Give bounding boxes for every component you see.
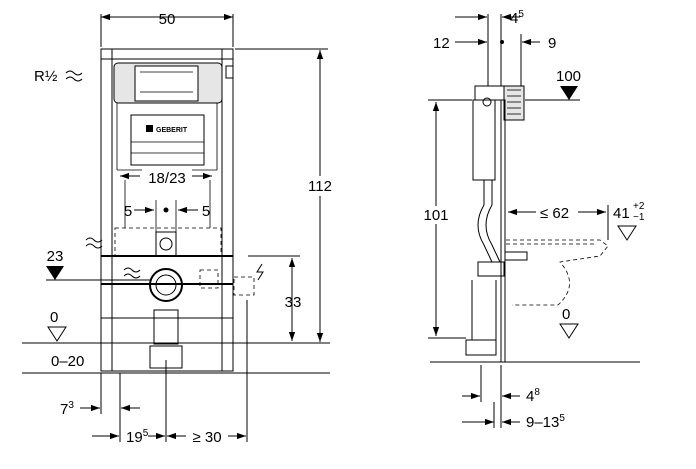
flush-pipe xyxy=(477,180,493,263)
wc-bowl-outline xyxy=(506,239,609,306)
dim-base-range: 9–135 xyxy=(526,413,565,431)
dim-wc-projection: ≤ 62 xyxy=(540,205,569,222)
seat-level-icon xyxy=(617,225,637,241)
actuator-plate xyxy=(130,114,205,166)
dim-frame-width: 50 xyxy=(159,11,176,28)
dim-supply-height: 23 xyxy=(47,248,64,265)
front-view: GEBERIT 50 112 xyxy=(22,11,336,446)
dim-height-100: 100 xyxy=(556,68,581,85)
dim-electrical-height: 33 xyxy=(285,294,302,311)
supply-connection-label: R½ xyxy=(34,68,58,85)
dim-seat-tol-minus: −1 xyxy=(633,212,645,223)
side-cistern xyxy=(472,99,496,181)
dim-seat-height: 41 xyxy=(613,205,630,222)
dim-frame-depth-top: 45 xyxy=(510,9,524,27)
electrical-box-outlet xyxy=(233,276,255,296)
water-supply-icon xyxy=(65,70,83,82)
dim-seat-tol-plus: +2 xyxy=(633,201,645,212)
frame-outline xyxy=(100,48,234,372)
dim-mount-spacing: 18/23 xyxy=(148,170,186,187)
side-view: 45 12 9 100 101 ≤ 62 41 +2 −1 0 48 xyxy=(420,9,645,431)
dim-foot-offset: 73 xyxy=(60,400,74,418)
dim-frame-height: 112 xyxy=(308,178,332,195)
side-frame-top xyxy=(474,85,506,101)
dim-offset-12: 12 xyxy=(433,35,450,52)
dim-electrical-side: ≥ 30 xyxy=(192,429,221,446)
floor-level-icon xyxy=(47,326,67,342)
side-floor-icon xyxy=(559,323,579,339)
drain-connection xyxy=(149,268,183,302)
electrical-box xyxy=(199,269,219,289)
logo-mark-icon xyxy=(146,125,153,132)
dim-drain-offset: 195 xyxy=(126,428,149,446)
height-marker-icon xyxy=(560,86,578,100)
level-marker-icon xyxy=(46,266,64,280)
cistern-opening xyxy=(134,65,199,102)
dim-base-depth: 48 xyxy=(526,387,540,405)
drain-pipe xyxy=(471,280,497,340)
brand-logo: GEBERIT xyxy=(156,127,188,134)
electrical-icon xyxy=(256,263,264,281)
dim-offset-9: 9 xyxy=(548,35,556,52)
side-wall-plate xyxy=(503,85,525,121)
side-floor-label: 0 xyxy=(562,306,570,323)
water-inlet-icon xyxy=(85,237,103,249)
dim-offset-left: 5 xyxy=(124,203,132,220)
floor-level-label: 0 xyxy=(50,309,58,326)
floor-adjust-label: 0–20 xyxy=(51,353,84,370)
dim-flush-height: 101 xyxy=(423,207,448,224)
dim-offset-right: 5 xyxy=(202,203,210,220)
